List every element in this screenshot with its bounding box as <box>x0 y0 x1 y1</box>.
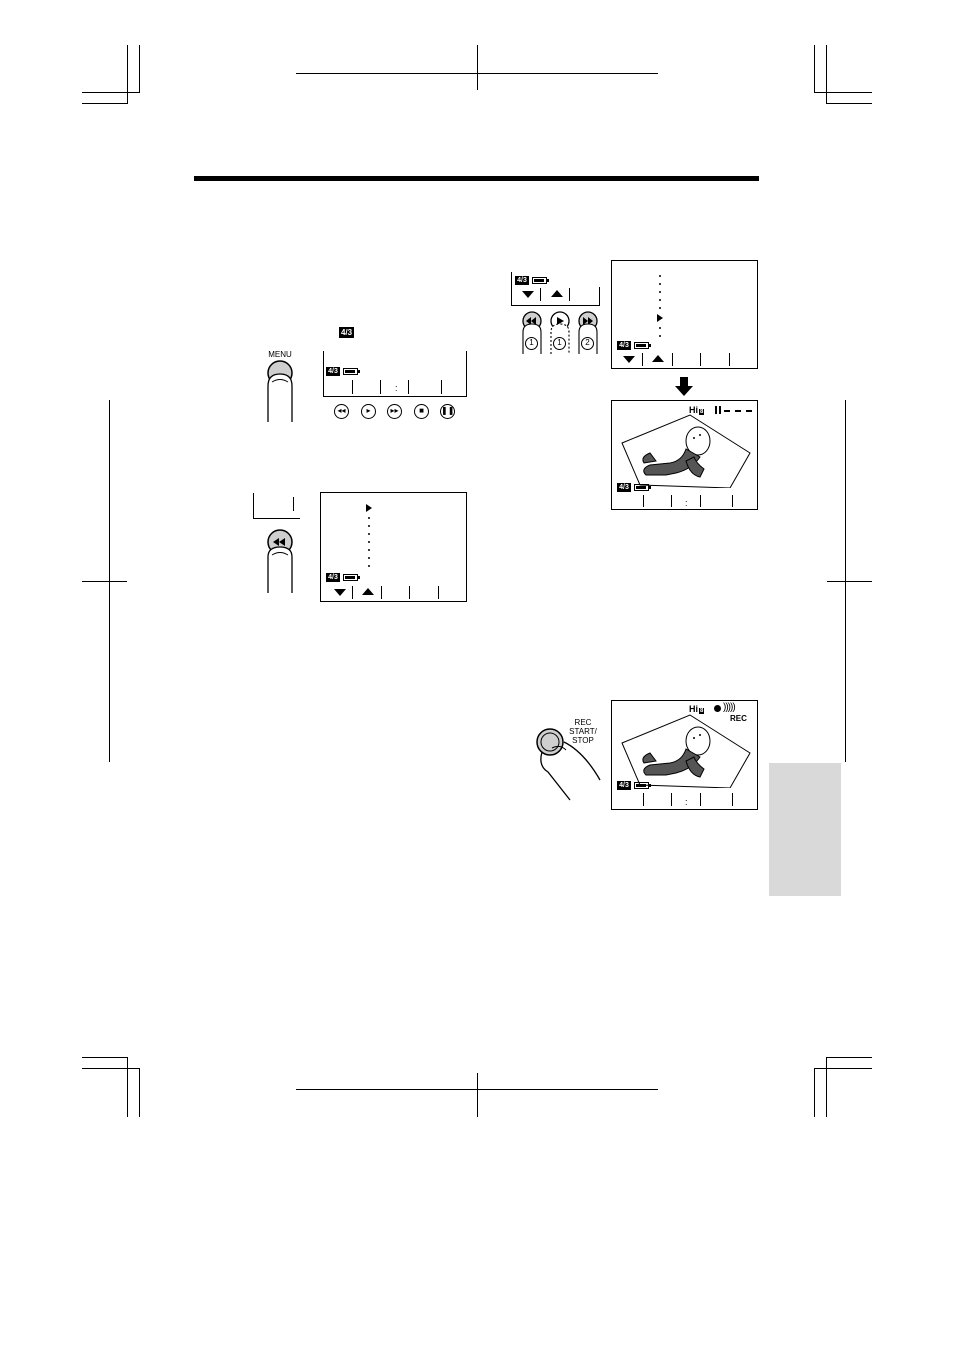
up-arrow-icon <box>551 290 563 297</box>
down-arrow-icon <box>334 589 346 596</box>
battery-icon <box>634 484 649 491</box>
time-colon: : <box>395 384 398 393</box>
record-dot-icon <box>714 705 721 712</box>
wide-aspect-icon: 4/3 <box>326 573 340 582</box>
record-chevrons-icon: ))))) <box>723 702 735 713</box>
menu-label: MENU <box>262 350 298 359</box>
battery-icon <box>343 574 358 581</box>
wide-aspect-icon: 4/3 <box>326 367 340 376</box>
battery-icon <box>343 368 358 375</box>
side-tab <box>769 763 841 896</box>
header-rule <box>194 176 759 181</box>
wide-aspect-icon: 4/3 <box>617 781 631 790</box>
fast-forward-icon[interactable]: ▸▸ <box>387 404 402 419</box>
time-colon: : <box>685 798 688 807</box>
time-colon: : <box>685 499 688 508</box>
rewind-icon[interactable]: ◂◂ <box>334 404 349 419</box>
baby-image <box>620 413 752 488</box>
next-step-arrow-icon <box>674 377 694 397</box>
finger-press-rec-icon <box>530 722 605 802</box>
finger-press-menu-icon <box>258 360 302 424</box>
baby-image <box>620 713 752 788</box>
up-arrow-icon <box>652 355 664 362</box>
step-marker-1: 1 <box>525 337 538 350</box>
wide-aspect-icon: 4/3 <box>339 327 354 338</box>
lcd-screen-menu-selected: 4/3 <box>611 260 758 369</box>
pause-icon[interactable]: ❚❚ <box>440 404 455 419</box>
lcd-screen-menu-list: 4/3 <box>320 492 467 602</box>
tape-remaining-dashes <box>724 410 752 412</box>
battery-icon <box>634 342 649 349</box>
battery-icon <box>532 277 547 284</box>
step-marker-1b: 1 <box>553 337 566 350</box>
up-arrow-icon <box>362 588 374 595</box>
wide-aspect-icon: 4/3 <box>617 341 631 350</box>
finger-press-rewind-icon[interactable] <box>258 527 302 595</box>
stop-icon[interactable]: ■ <box>414 404 429 419</box>
wide-aspect-icon: 4/3 <box>515 276 529 285</box>
down-arrow-icon <box>522 291 534 298</box>
wide-aspect-icon: 4/3 <box>617 483 631 492</box>
step-marker-2: 2 <box>581 337 594 350</box>
battery-icon <box>634 782 649 789</box>
play-icon[interactable]: ▸ <box>361 404 376 419</box>
down-arrow-icon <box>623 356 635 363</box>
